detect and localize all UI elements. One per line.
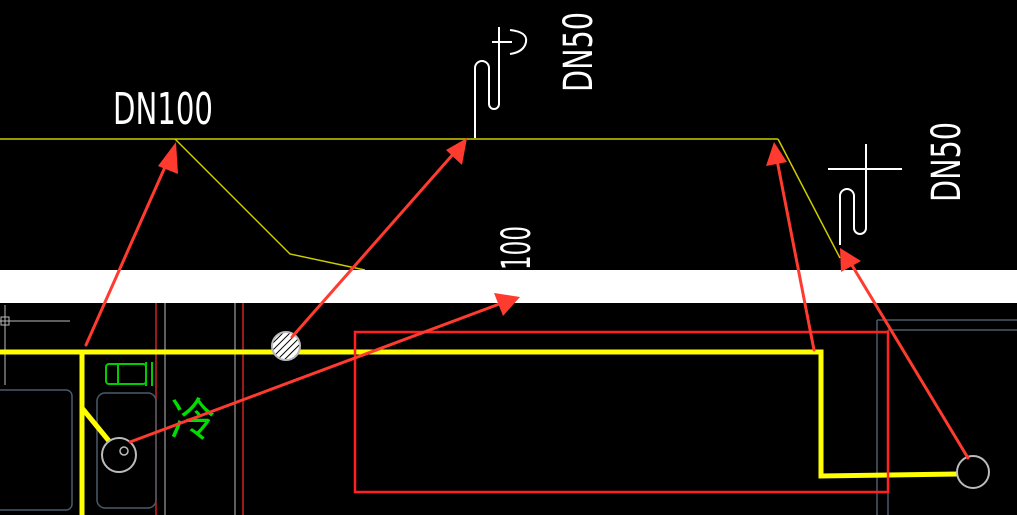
- pipe-size-label-main: DN100: [113, 84, 213, 135]
- fixture-basin: [96, 392, 157, 509]
- floor-plan-view: 冷: [0, 303, 1017, 515]
- pipe-size-label-trap-2: DN50: [924, 122, 970, 202]
- crosshair-box: [0, 316, 10, 326]
- fixture-outline: [0, 389, 73, 511]
- highlight-box: [353, 330, 890, 494]
- floor-drain-icon: [956, 455, 990, 489]
- arrow-to-trap-1: [290, 138, 467, 339]
- branch-pipe-left: [174, 138, 366, 271]
- valve-icon: [105, 362, 153, 386]
- branch-pipe-right: [777, 138, 841, 259]
- p-trap-icon: [474, 27, 528, 138]
- floor-drain-icon: [101, 437, 137, 473]
- riser-pipe-icon: [271, 331, 301, 361]
- arrow-to-pipe-corner: [766, 142, 816, 352]
- arrow-to-riser: [128, 293, 520, 444]
- pipe-size-label-riser: 100: [494, 226, 540, 270]
- arrow-to-trap-2: [840, 248, 970, 460]
- drain-pipe-plan: [0, 349, 959, 479]
- p-trap-icon: [828, 144, 902, 245]
- isometric-view: DN100 DN50 DN50 100: [0, 12, 970, 271]
- pipe-size-label-trap-1: DN50: [556, 12, 602, 92]
- arrow-to-dn100-branch: [84, 142, 178, 347]
- annotation-arrows: [84, 138, 970, 460]
